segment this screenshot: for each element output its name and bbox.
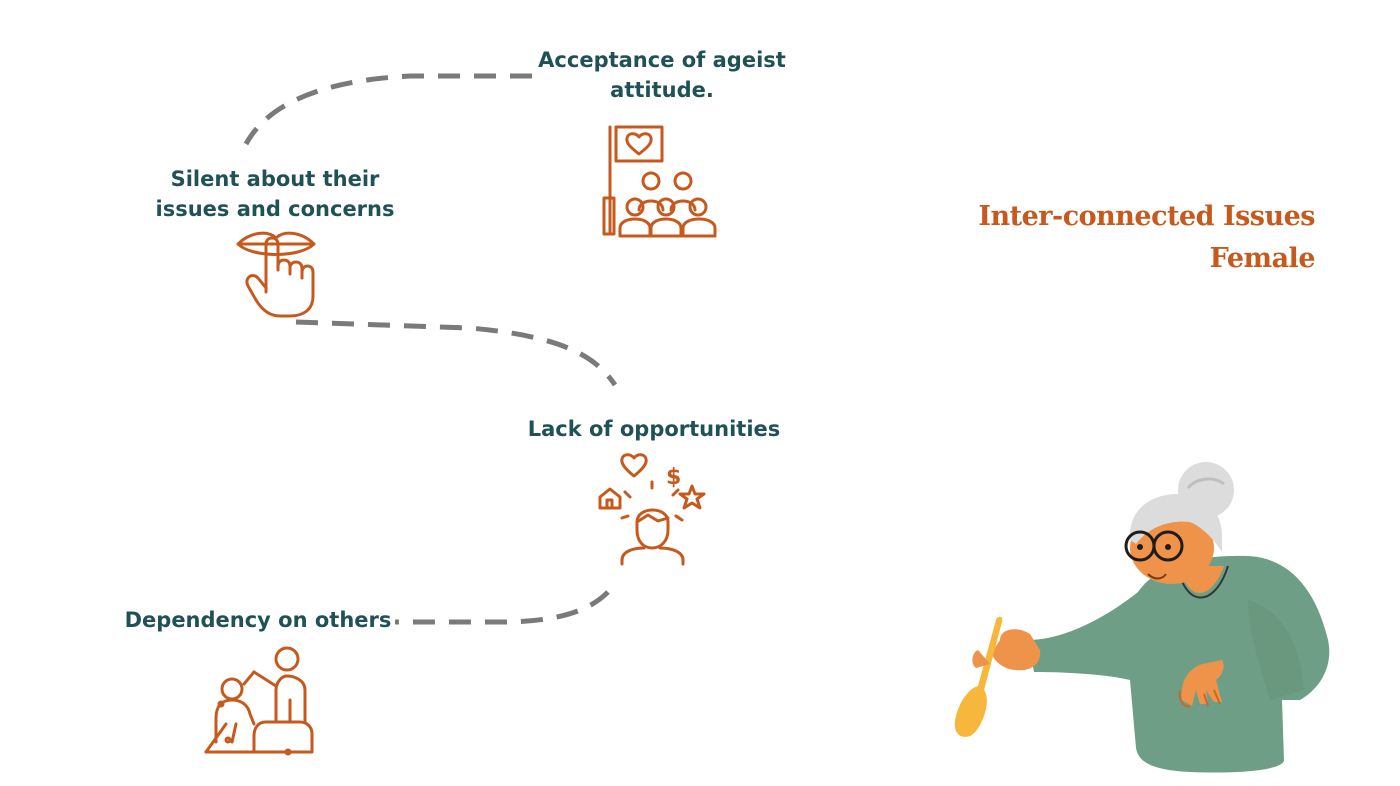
connector-silent-to-lack xyxy=(295,319,618,387)
shush-lips-finger-icon xyxy=(236,231,316,318)
helping-hand-icon xyxy=(204,646,314,756)
connector-lack-to-dependency xyxy=(395,590,610,625)
issue-label-dependency: Dependency on others xyxy=(124,608,392,632)
diagram-title-line1: Inter-connected Issues xyxy=(978,201,1315,232)
issue-label-acceptance-line1: Acceptance of ageist xyxy=(538,48,786,72)
connector-lines xyxy=(243,73,618,625)
issue-label-silent: Silent about their issues and concerns xyxy=(140,164,410,224)
issue-label-acceptance: Acceptance of ageist attitude. xyxy=(520,45,804,105)
wooden-spoon xyxy=(954,616,1003,737)
issue-label-lack-of-opportunities: Lack of opportunities xyxy=(527,417,781,441)
issue-label-silent-line1: Silent about their xyxy=(170,167,380,191)
connector-acceptance-to-silent xyxy=(243,73,532,146)
person-thinking-options-icon: $ xyxy=(598,453,706,566)
diagram-title-line2: Female xyxy=(1209,243,1316,274)
elderly-woman-illustration xyxy=(954,462,1330,773)
svg-text:$: $ xyxy=(666,465,681,490)
issue-label-acceptance-line2: attitude. xyxy=(610,78,714,102)
issue-label-silent-line2: issues and concerns xyxy=(155,197,395,221)
crowd-with-heart-flag-icon xyxy=(602,125,717,238)
